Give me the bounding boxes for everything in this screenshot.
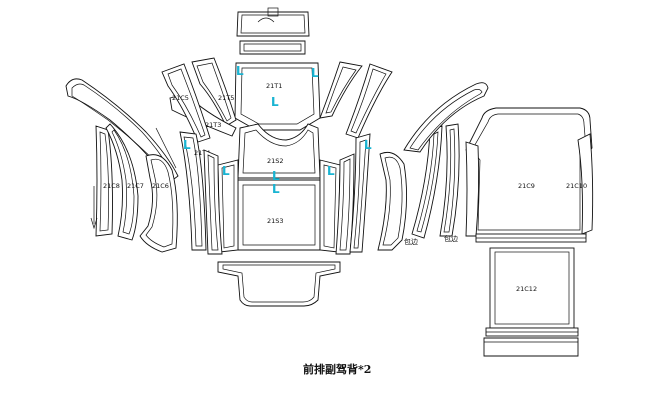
edge-note-2: 包边 xyxy=(444,234,458,243)
panel-21s2: 21S2 xyxy=(237,123,321,179)
panel-21c8: 21C8 xyxy=(90,125,120,237)
panel-right-21c6-mirror xyxy=(377,151,408,251)
panel-right-side-strip xyxy=(465,141,480,237)
top-headrest-piece xyxy=(236,7,310,37)
label-21t5: 21T5 xyxy=(218,94,234,102)
mark-l-5: L xyxy=(364,138,372,152)
label-21c12: 21C12 xyxy=(516,285,537,293)
panel-21c10: 21C10 xyxy=(566,133,594,235)
panel-21c12: 21C12 xyxy=(489,247,575,329)
mark-l-7: L xyxy=(327,164,335,178)
label-21c8: 21C8 xyxy=(103,182,120,190)
mark-l-4: L xyxy=(183,138,191,152)
bottom-center-piece xyxy=(217,261,341,307)
label-21t4: 21T4 xyxy=(194,149,210,157)
panel-left-inner-strip xyxy=(203,149,223,255)
label-21s2: 21S2 xyxy=(267,157,284,165)
panel-21t4: 21T4 xyxy=(179,131,210,251)
panel-21s3: 21S3 xyxy=(237,179,321,251)
label-21c9: 21C9 xyxy=(518,182,535,190)
panel-right-inner-strip xyxy=(335,153,355,255)
fold-line xyxy=(155,127,177,169)
mark-l-1: L xyxy=(236,64,244,78)
edge-note-1: 包边 xyxy=(404,237,418,246)
panel-21c9: 21C9 xyxy=(465,107,593,237)
panel-21t5: 21T5 xyxy=(191,57,237,127)
mark-l-6: L xyxy=(222,164,230,178)
panel-21c7: 21C7 xyxy=(105,123,144,241)
center-side-strip-right xyxy=(319,159,341,253)
label-21c10: 21C10 xyxy=(566,182,587,190)
label-21t3: 21T3 xyxy=(205,121,221,129)
panel-right-21c5-mirror xyxy=(403,82,489,153)
label-21c5: 21C5 xyxy=(172,94,189,102)
panel-21c5-top xyxy=(161,63,211,143)
center-side-strip-left xyxy=(217,159,239,253)
label-21s3: 21S3 xyxy=(267,217,284,225)
label-21c6: 21C6 xyxy=(152,182,169,190)
panel-21t5-mirror xyxy=(319,61,363,119)
mark-l-9: L xyxy=(272,182,280,196)
bar-under-21c12 xyxy=(485,327,579,337)
panel-bottom-right xyxy=(483,337,579,357)
mark-l-8: L xyxy=(272,169,280,183)
panel-right-21c8-mirror xyxy=(439,123,460,237)
panel-right-21t4-mirror xyxy=(349,133,371,253)
panel-21t1: 21T1 xyxy=(234,62,321,131)
mark-l-3: L xyxy=(271,95,279,109)
mark-l-2: L xyxy=(311,66,319,80)
top-strip-piece xyxy=(239,40,306,55)
bar-under-21c9 xyxy=(475,233,587,243)
panel-right-21c7-mirror xyxy=(411,125,443,239)
diagram-title: 前排副驾背*2 xyxy=(303,362,371,376)
panel-21c6: 21C6 xyxy=(139,154,178,253)
label-21t1: 21T1 xyxy=(266,82,282,90)
label-21c7: 21C7 xyxy=(127,182,144,190)
